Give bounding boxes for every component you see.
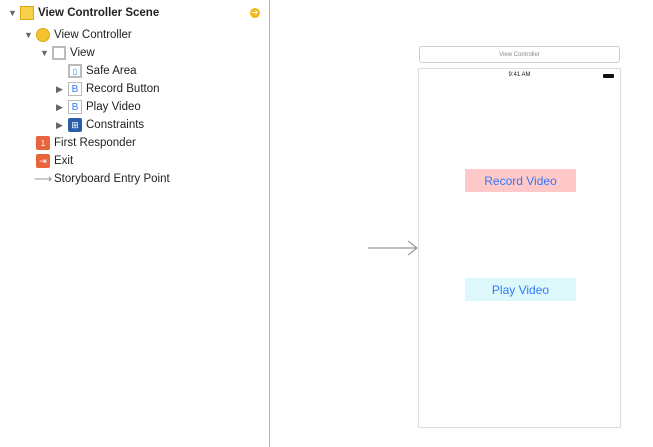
view-controller-label: View Controller xyxy=(54,29,132,41)
record-button-label: Record Button xyxy=(86,83,160,95)
view-icon xyxy=(52,46,66,60)
entry-point-label: Storyboard Entry Point xyxy=(54,173,170,185)
record-video-button[interactable]: Record Video xyxy=(465,169,576,192)
first-responder-icon: 1 xyxy=(36,136,50,150)
outline-view-controller[interactable]: ▼ View Controller xyxy=(24,26,132,44)
outline-safe-area[interactable]: ▯ Safe Area xyxy=(56,62,137,80)
button-icon: B xyxy=(68,100,82,114)
outline-exit[interactable]: ⇥ Exit xyxy=(24,152,73,170)
first-responder-label: First Responder xyxy=(54,137,136,149)
scene-title: View Controller xyxy=(499,51,540,58)
go-arrow-icon[interactable]: ➔ xyxy=(250,8,260,18)
outline-scene[interactable]: ▼ View Controller Scene xyxy=(8,4,159,22)
exit-icon: ⇥ xyxy=(36,154,50,168)
exit-label: Exit xyxy=(54,155,74,167)
document-outline: ▼ View Controller Scene ➔ ▼ View Control… xyxy=(0,0,270,447)
scene-title-bar[interactable]: View Controller xyxy=(419,46,620,63)
play-video-label: Play Video xyxy=(86,101,141,113)
arrow-right-icon: ⟶ xyxy=(33,171,53,186)
view-controller-frame[interactable]: 9:41 AM Record Video Play Video xyxy=(418,68,621,428)
constraints-icon: ⊞ xyxy=(68,118,82,132)
safe-area-icon: ▯ xyxy=(68,64,82,78)
button-icon: B xyxy=(68,82,82,96)
safe-area-label: Safe Area xyxy=(86,65,137,77)
constraints-label: Constraints xyxy=(86,119,145,131)
entry-point-arrow-icon[interactable] xyxy=(368,240,420,256)
outline-record-button[interactable]: ▶ B Record Button xyxy=(56,80,160,98)
disclosure-triangle-icon[interactable]: ▶ xyxy=(56,119,63,130)
disclosure-triangle-icon[interactable]: ▶ xyxy=(56,101,63,112)
outline-play-video[interactable]: ▶ B Play Video xyxy=(56,98,141,116)
outline-view[interactable]: ▼ View xyxy=(40,44,95,62)
outline-constraints[interactable]: ▶ ⊞ Constraints xyxy=(56,116,144,134)
play-video-button[interactable]: Play Video xyxy=(465,278,576,301)
battery-icon xyxy=(603,74,614,78)
play-video-label: Play Video xyxy=(491,282,550,297)
status-time: 9:41 AM xyxy=(508,72,531,78)
disclosure-triangle-icon[interactable]: ▼ xyxy=(24,30,33,40)
disclosure-triangle-icon[interactable]: ▼ xyxy=(40,48,49,58)
outline-entry-point[interactable]: ⟶ Storyboard Entry Point xyxy=(24,170,170,188)
view-label: View xyxy=(70,47,95,59)
record-video-label: Record Video xyxy=(484,173,557,188)
disclosure-triangle-icon[interactable]: ▼ xyxy=(8,8,17,18)
view-controller-icon xyxy=(36,28,50,42)
outline-first-responder[interactable]: 1 First Responder xyxy=(24,134,136,152)
scene-icon xyxy=(20,6,34,20)
disclosure-triangle-icon[interactable]: ▶ xyxy=(56,83,63,94)
scene-label: View Controller Scene xyxy=(38,7,160,19)
